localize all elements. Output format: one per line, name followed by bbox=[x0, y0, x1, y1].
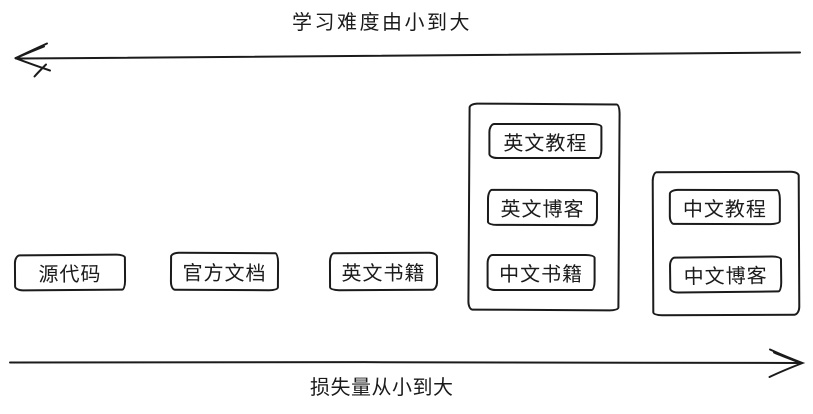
right-arrow-icon bbox=[9, 348, 806, 378]
box-chinese-books-label: 中文书籍 bbox=[499, 263, 584, 287]
left-arrow-icon bbox=[14, 42, 801, 78]
box-official-docs-label: 官方文档 bbox=[182, 262, 267, 286]
box-chinese-blogs-label: 中文博客 bbox=[683, 265, 768, 289]
box-official-docs: 官方文档 bbox=[169, 251, 280, 292]
box-english-tutorials-label: 英文教程 bbox=[503, 132, 588, 155]
box-english-tutorials: 英文教程 bbox=[488, 122, 603, 160]
box-chinese-books: 中文书籍 bbox=[486, 253, 596, 292]
box-source-code: 源代码 bbox=[13, 253, 127, 292]
box-english-books: 英文书籍 bbox=[328, 251, 439, 292]
box-english-books-label: 英文书籍 bbox=[341, 262, 426, 286]
box-chinese-tutorials-label: 中文教程 bbox=[682, 198, 767, 221]
group-box-chinese-resources: 中文教程 中文博客 bbox=[651, 170, 801, 317]
group-box-english-resources: 英文教程 英文博客 中文书籍 bbox=[467, 102, 621, 312]
box-source-code-label: 源代码 bbox=[38, 263, 102, 287]
box-english-blogs: 英文博客 bbox=[486, 188, 599, 227]
bottom-axis-label: 损失量从小到大 bbox=[310, 377, 454, 399]
box-chinese-blogs: 中文博客 bbox=[668, 255, 783, 294]
box-english-blogs-label: 英文博客 bbox=[500, 198, 585, 222]
box-chinese-tutorials: 中文教程 bbox=[668, 188, 781, 226]
top-axis-label: 学习难度由小到大 bbox=[292, 12, 472, 34]
